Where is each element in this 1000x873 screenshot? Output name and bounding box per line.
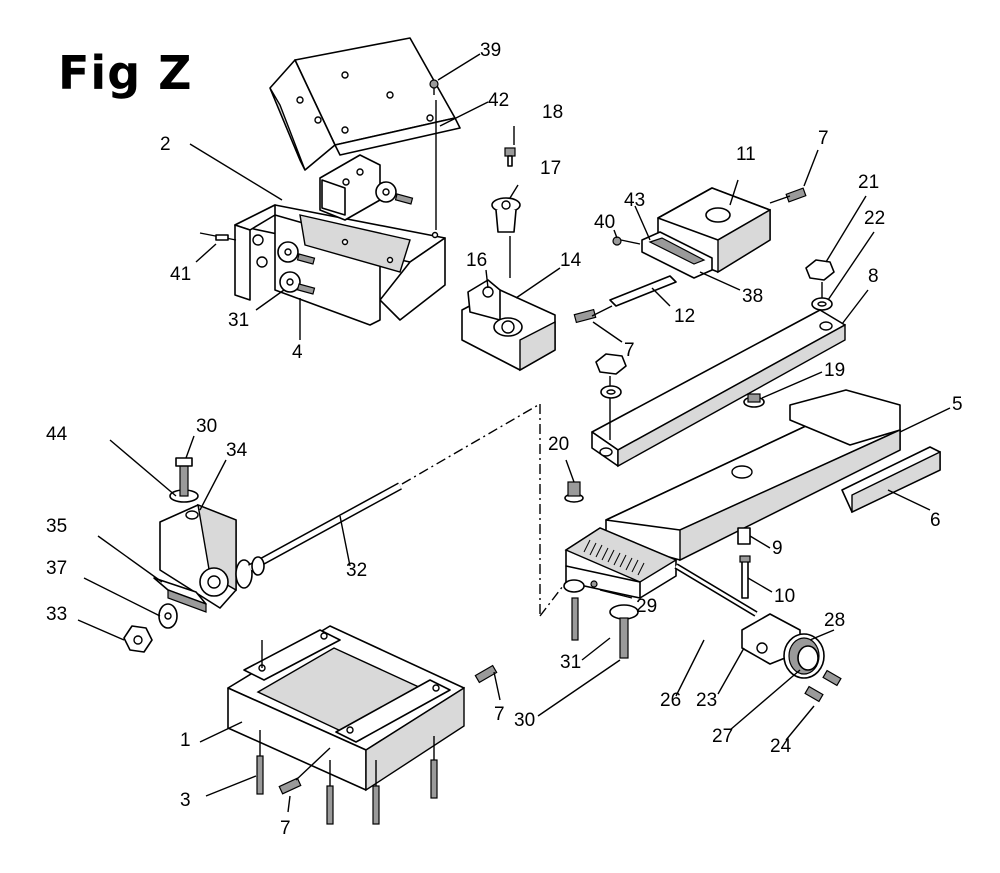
callout-7-lower-right: 7 xyxy=(494,704,505,725)
callout-38: 38 xyxy=(742,286,763,307)
callout-2: 2 xyxy=(160,134,171,155)
callout-35: 35 xyxy=(46,516,67,537)
part-19-stud xyxy=(743,393,765,408)
callout-27: 27 xyxy=(712,726,733,747)
callout-10: 10 xyxy=(774,586,795,607)
part-29-scale-block xyxy=(564,527,678,599)
callout-3: 3 xyxy=(180,790,191,811)
part-31-washer-b xyxy=(563,579,585,641)
part-42-cover-plate xyxy=(269,37,461,171)
part-1-base xyxy=(227,625,465,792)
callout-39: 39 xyxy=(480,40,501,61)
callout-7-upper: 7 xyxy=(818,128,829,149)
part-3-bolts xyxy=(256,730,438,825)
callout-30-lower: 30 xyxy=(514,710,535,731)
callout-24: 24 xyxy=(770,736,792,757)
part-34-carriage xyxy=(159,503,253,609)
part-20-screw xyxy=(564,481,584,503)
part-21-nut-2 xyxy=(595,353,627,440)
callout-16: 16 xyxy=(466,250,487,271)
callout-37: 37 xyxy=(46,558,67,579)
callout-8: 8 xyxy=(868,266,879,287)
callout-11: 11 xyxy=(736,144,756,165)
part-7-screw-b xyxy=(573,305,613,324)
part-43-gib-holder xyxy=(641,231,713,279)
callout-22: 22 xyxy=(864,208,885,229)
callout-43: 43 xyxy=(624,190,645,211)
callout-4: 4 xyxy=(292,342,303,363)
part-7-screw-c xyxy=(474,664,498,684)
callout-19: 19 xyxy=(824,360,845,381)
part-28-handwheel xyxy=(783,633,825,679)
part-31-washers xyxy=(277,181,397,293)
callout-6: 6 xyxy=(930,510,941,531)
callout-20: 20 xyxy=(548,434,569,455)
callout-18: 18 xyxy=(542,102,563,123)
figure-title: Fig Z xyxy=(58,46,193,100)
callout-9: 9 xyxy=(772,538,783,559)
part-44-washer xyxy=(169,457,199,503)
part-5-slide xyxy=(605,389,901,562)
callout-26: 26 xyxy=(660,690,681,711)
part-33-nut xyxy=(123,625,153,653)
callout-12: 12 xyxy=(674,306,695,327)
callout-40: 40 xyxy=(594,212,615,233)
callout-42: 42 xyxy=(488,90,509,111)
callout-34: 34 xyxy=(226,440,248,461)
part-7-screw-a xyxy=(769,187,807,204)
part-4-screws xyxy=(296,193,414,295)
callout-14: 14 xyxy=(560,250,582,271)
part-40-screw xyxy=(612,236,641,246)
callout-28: 28 xyxy=(824,610,845,631)
part-32-shaft xyxy=(248,482,402,576)
part-39-screw xyxy=(429,79,439,95)
part-41-pin xyxy=(199,232,237,241)
part-10-bolt xyxy=(739,555,751,599)
callout-23: 23 xyxy=(696,690,717,711)
part-24-screws xyxy=(804,669,842,703)
part-17-bushing xyxy=(491,197,521,233)
part-37-washer xyxy=(158,603,178,629)
part-8-rail xyxy=(591,309,846,468)
callout-30-upper: 30 xyxy=(196,416,217,437)
callout-21: 21 xyxy=(858,172,879,193)
part-18-screw xyxy=(504,147,516,167)
callout-32: 32 xyxy=(346,560,367,581)
part-26-rod xyxy=(674,563,758,617)
part-6-gib-strip xyxy=(841,446,941,514)
part-22-washer xyxy=(811,297,833,311)
part-2-housing xyxy=(234,154,446,326)
callout-5: 5 xyxy=(952,394,963,415)
part-35-shoe xyxy=(153,577,207,613)
part-12-gib xyxy=(609,275,677,307)
callout-29: 29 xyxy=(636,596,657,617)
callout-41: 41 xyxy=(170,264,191,285)
callout-44: 44 xyxy=(46,424,68,445)
callout-17: 17 xyxy=(540,158,561,179)
callout-labels: 39 42 18 2 17 7 11 21 22 43 40 16 14 41 … xyxy=(46,40,963,839)
callout-31-upper: 31 xyxy=(228,310,249,331)
callout-33: 33 xyxy=(46,604,67,625)
part-30-bolt-b xyxy=(609,604,639,659)
callout-1: 1 xyxy=(180,730,191,751)
part-21-nut xyxy=(805,259,835,281)
callout-7-middle: 7 xyxy=(624,340,635,361)
callout-7-lower-left: 7 xyxy=(280,818,291,839)
part-9-bushing xyxy=(737,527,751,545)
part-7-screw-d xyxy=(278,777,302,795)
callout-31-lower: 31 xyxy=(560,652,581,673)
part-14-bracket xyxy=(461,279,556,372)
scale-ticks xyxy=(583,539,645,576)
